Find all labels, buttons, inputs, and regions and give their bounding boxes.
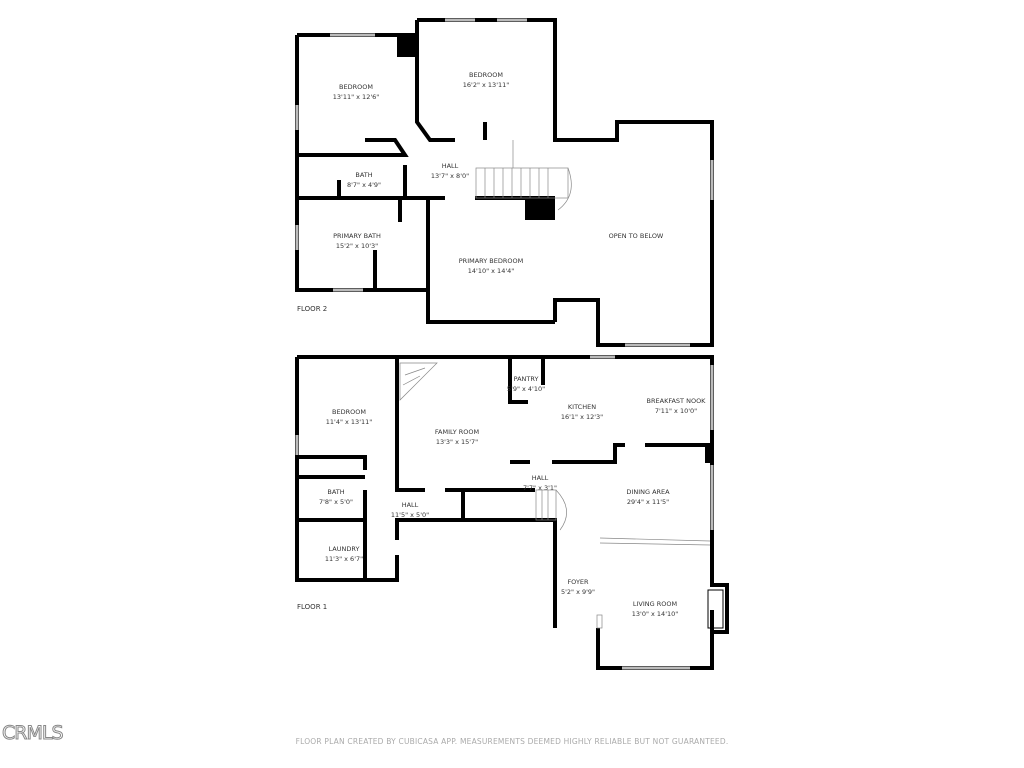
room-size: 13'11" x 12'6"	[332, 93, 380, 101]
room-label: BREAKFAST NOOK 7'11" x 10'0"	[647, 396, 706, 416]
room-label: PANTRY 5'9" x 4'10"	[507, 374, 545, 394]
room-label: BEDROOM 16'2" x 13'11"	[463, 70, 509, 90]
room-size: 7'11" x 10'0"	[654, 407, 698, 415]
room-label: HALL 7'7" x 3'1"	[523, 473, 557, 493]
room-label: LAUNDRY 11'3" x 6'7"	[325, 544, 363, 564]
room-label: KITCHEN 16'1" x 12'3"	[561, 402, 603, 422]
room-name: BEDROOM	[332, 408, 366, 416]
room-label: PRIMARY BATH 15'2" x 10'3"	[333, 231, 381, 251]
room-size: 8'7" x 4'9"	[346, 181, 382, 189]
floor-label: FLOOR 2	[297, 305, 328, 313]
room-name: HALL	[531, 474, 549, 482]
room-name: LIVING ROOM	[632, 600, 678, 608]
room-label: PRIMARY BEDROOM 14'10" x 14'4"	[459, 256, 523, 276]
room-name: FOYER	[567, 578, 589, 586]
room-name: BREAKFAST NOOK	[646, 397, 706, 405]
room-name: FAMILY ROOM	[434, 428, 480, 436]
room-size: 13'0" x 14'10"	[631, 610, 679, 618]
room-name: BATH	[327, 488, 345, 496]
room-size: 7'8" x 5'0"	[318, 498, 354, 506]
room-size: 16'1" x 12'3"	[560, 413, 604, 421]
room-name: PRIMARY BATH	[333, 232, 381, 240]
room-label: BATH 7'8" x 5'0"	[319, 487, 353, 507]
room-label: HALL 13'7" x 8'0"	[431, 161, 469, 181]
room-size: 7'7" x 3'1"	[522, 484, 558, 492]
room-name: KITCHEN	[567, 403, 597, 411]
windows	[295, 18, 714, 670]
room-label: BEDROOM 13'11" x 12'6"	[333, 82, 379, 102]
room-size: 13'7" x 8'0"	[430, 172, 470, 180]
stairs	[399, 140, 711, 629]
room-name: BEDROOM	[339, 83, 373, 91]
room-name: LAUNDRY	[328, 545, 360, 553]
room-size: 11'3" x 6'7"	[324, 555, 364, 563]
floor-label: FLOOR 1	[297, 603, 328, 611]
disclaimer: FLOOR PLAN CREATED BY CUBICASA APP. MEAS…	[295, 737, 729, 746]
room-name: PANTRY	[513, 375, 539, 383]
room-label: OPEN TO BELOW	[609, 231, 664, 241]
room-size: 11'5" x 5'0"	[390, 511, 430, 519]
room-label: DINING AREA 29'4" x 11'5"	[626, 487, 669, 507]
room-name: PRIMARY BEDROOM	[458, 257, 524, 265]
room-label: LIVING ROOM 13'0" x 14'10"	[632, 599, 678, 619]
room-size: 29'4" x 11'5"	[626, 498, 670, 506]
room-size: 11'4" x 13'11"	[325, 418, 373, 426]
watermark-logo: CRMLS	[2, 722, 64, 745]
room-name: HALL	[441, 162, 459, 170]
room-size: 16'2" x 13'11"	[462, 81, 510, 89]
room-name: BEDROOM	[469, 71, 503, 79]
room-size: 14'10" x 14'4"	[467, 267, 515, 275]
room-label: HALL 11'5" x 5'0"	[391, 500, 429, 520]
room-label: BEDROOM 11'4" x 13'11"	[326, 407, 372, 427]
room-size: 5'9" x 4'10"	[506, 385, 546, 393]
floor-2-walls	[295, 18, 714, 347]
room-name: DINING AREA	[626, 488, 670, 496]
room-name: HALL	[401, 501, 419, 509]
room-label: FAMILY ROOM 13'3" x 15'7"	[435, 427, 479, 447]
room-size: 15'2" x 10'3"	[335, 242, 379, 250]
room-label: FOYER 5'2" x 9'9"	[561, 577, 595, 597]
room-size: 5'2" x 9'9"	[560, 588, 596, 596]
room-name: BATH	[355, 171, 373, 179]
room-label: BATH 8'7" x 4'9"	[347, 170, 381, 190]
room-size: 13'3" x 15'7"	[435, 438, 479, 446]
room-name: OPEN TO BELOW	[608, 232, 664, 240]
